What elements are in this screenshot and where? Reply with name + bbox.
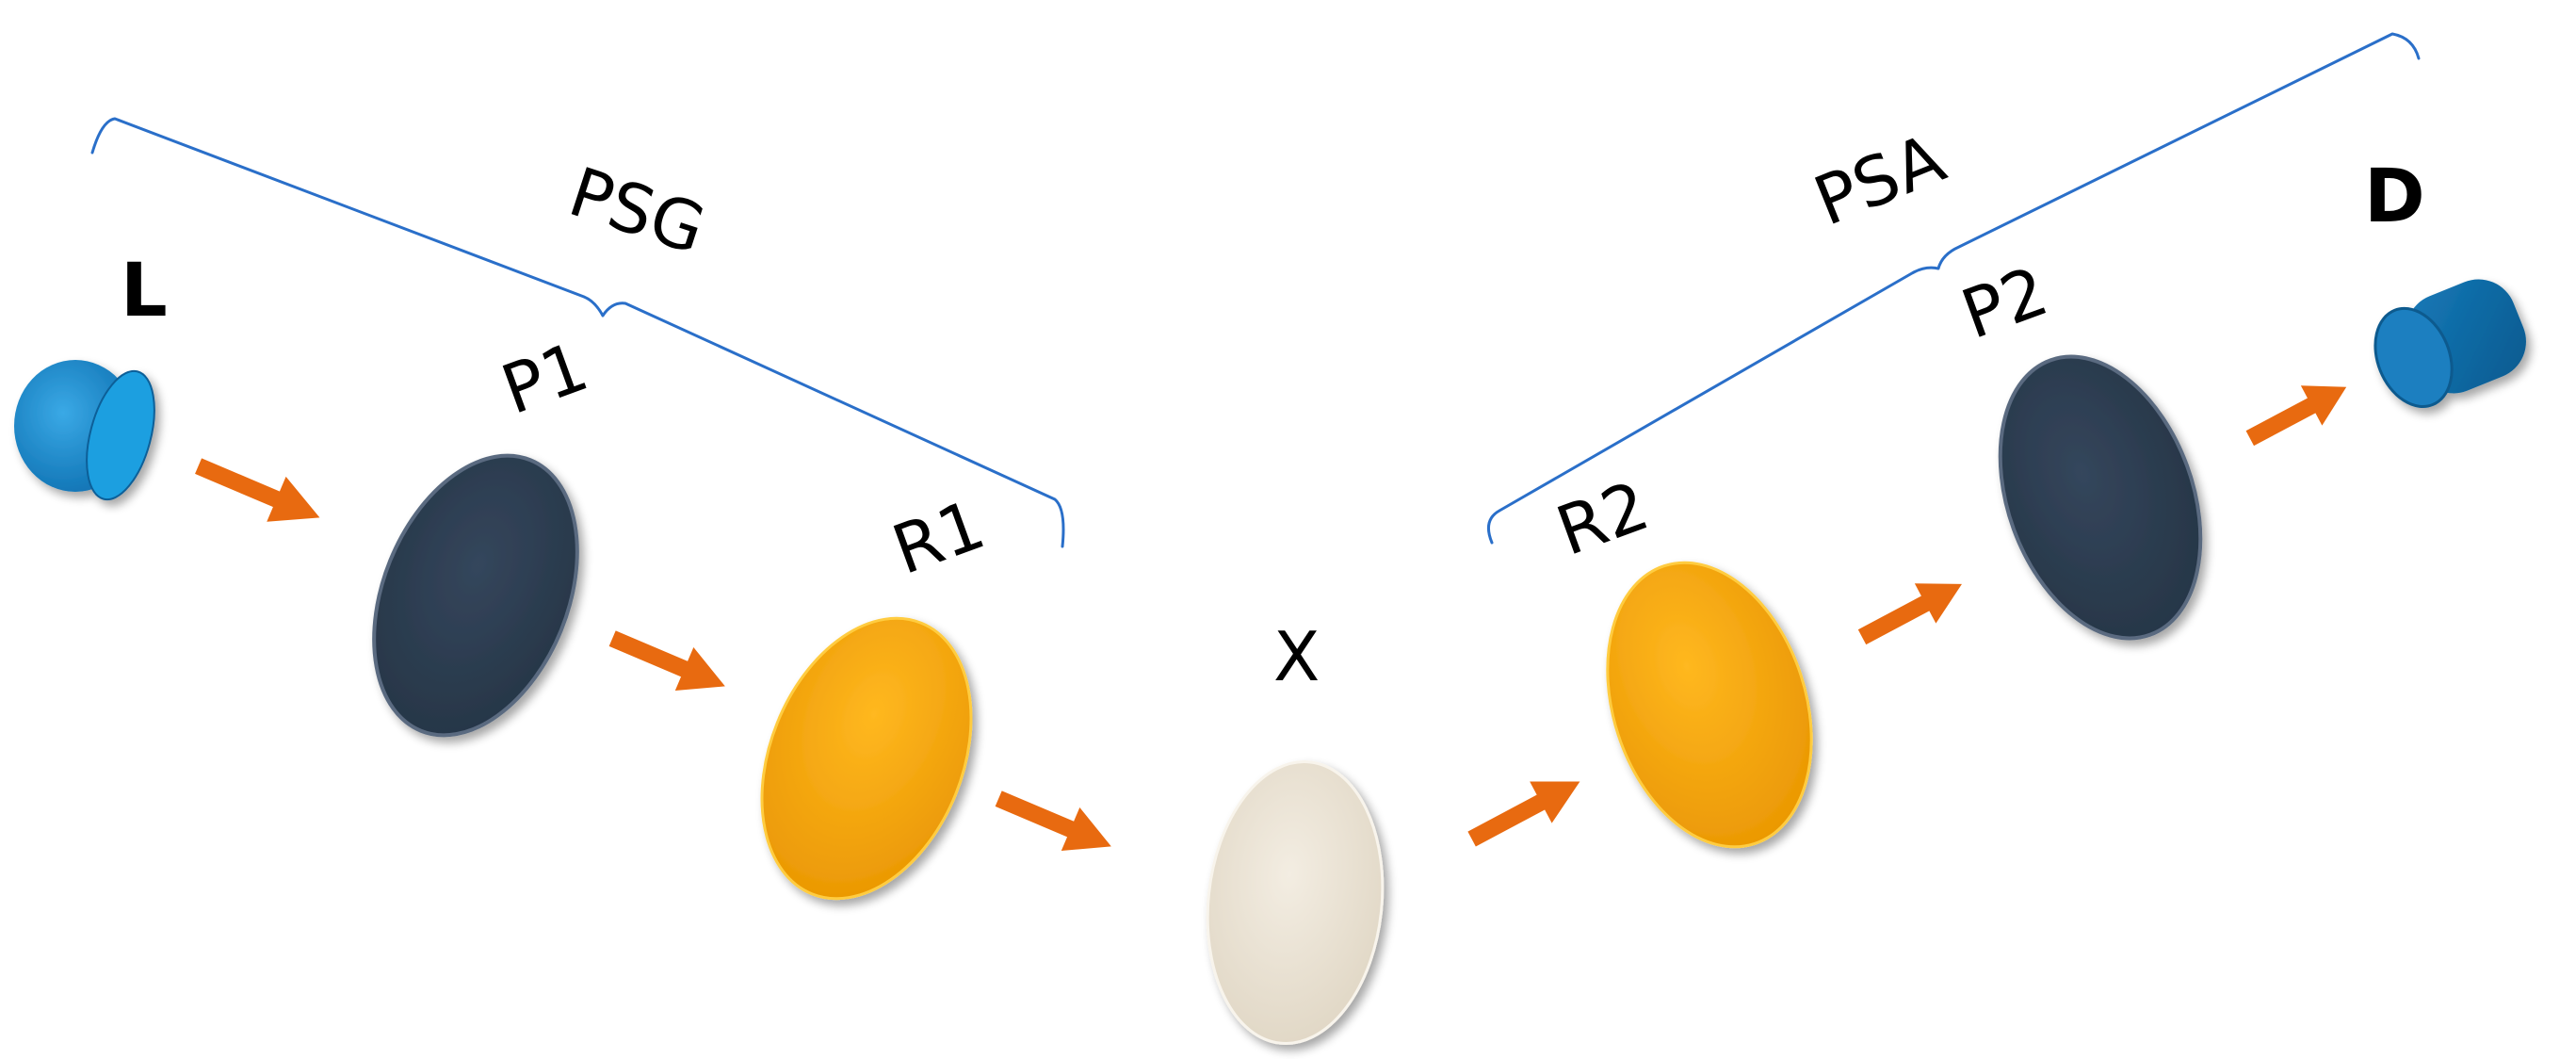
detector xyxy=(2373,279,2526,408)
label-r1: R1 xyxy=(883,484,995,590)
label-l: L xyxy=(121,249,168,334)
polarizer-p2 xyxy=(1998,354,2203,641)
psg-bracket xyxy=(90,117,1065,548)
retarder-r2 xyxy=(1606,561,1813,849)
label-r2: R2 xyxy=(1547,465,1659,571)
polarizer-p1 xyxy=(372,453,579,738)
arrow-6 xyxy=(2245,385,2347,447)
label-d: D xyxy=(2364,155,2425,239)
label-psg: PSG xyxy=(560,152,715,269)
arrow-5 xyxy=(1857,583,1962,645)
beam-arrows xyxy=(195,385,2347,852)
arrow-3 xyxy=(995,790,1111,852)
label-p1: P1 xyxy=(492,327,598,430)
label-p2: P2 xyxy=(1952,252,2058,354)
arrow-4 xyxy=(1467,781,1580,847)
arrow-1 xyxy=(195,458,320,522)
light-source xyxy=(14,360,155,501)
label-x: X xyxy=(1273,617,1320,696)
psa-bracket xyxy=(1486,32,2421,545)
retarder-r1 xyxy=(760,616,973,901)
label-psa: PSA xyxy=(1804,119,1955,241)
arrow-2 xyxy=(608,630,725,692)
sample-x xyxy=(1206,760,1385,1045)
